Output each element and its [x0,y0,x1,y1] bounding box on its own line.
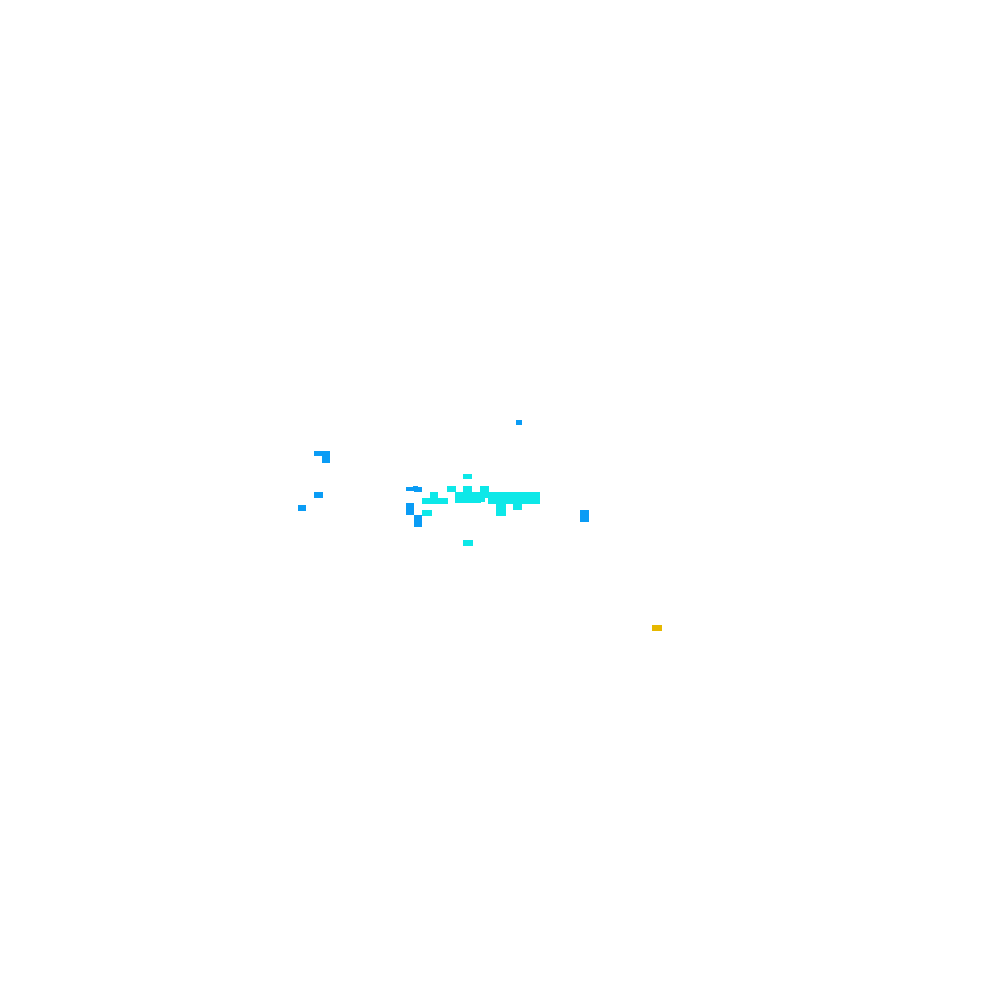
cyan-pixel-18 [496,504,506,516]
blue-pixel-12 [414,487,422,492]
cyan-pixel-1 [463,474,472,479]
cyan-pixel-21 [447,486,455,491]
gold-pixel-1 [652,625,662,631]
cyan-pixel-16 [488,492,540,504]
blue-pixel-4 [314,492,323,498]
blue-pixel-13 [580,512,589,522]
blue-pixel-3 [322,455,330,463]
cyan-pixel-14 [422,510,432,516]
gold-pixel-group [652,625,662,631]
blue-pixel-7 [406,503,414,515]
blue-pixel-8 [414,515,422,527]
cyan-pixel-group [422,474,540,546]
blue-pixel-group [298,420,589,527]
cyan-pixel-17 [455,494,485,502]
cyan-pixel-19 [513,503,522,509]
cyan-pixel-6 [422,498,448,504]
blue-pixel-15 [516,420,522,425]
blue-pixel-2 [314,451,324,456]
blue-pixel-11 [406,487,410,491]
blue-pixel-16 [298,505,306,510]
blue-pixel-14 [322,451,330,455]
cyan-pixel-15 [463,540,473,546]
cyan-pixel-22 [480,486,488,492]
cyan-pixel-20 [430,493,438,498]
cyan-pixel-3 [463,486,472,492]
